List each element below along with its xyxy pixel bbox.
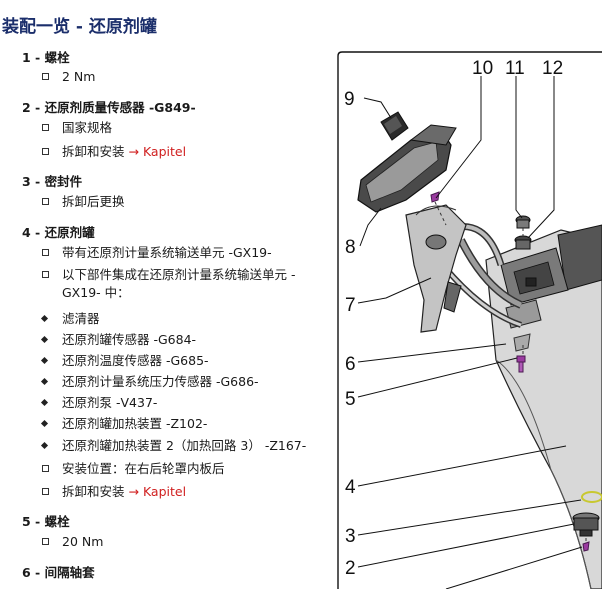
item-2-sub-1: 国家规格 — [42, 119, 112, 137]
diamond-bullet-icon — [40, 377, 49, 386]
item-4-sub-9: 还原剂罐加热装置 2（加热回路 3） -Z167- — [40, 437, 306, 455]
diamond-bullet-icon — [40, 356, 49, 365]
diamond-bullet-icon — [40, 419, 49, 428]
quality-sensor-lower-part — [572, 512, 600, 537]
item-1-heading: 1 - 螺栓 — [22, 47, 70, 66]
item-2-number: 2 - — [22, 100, 41, 115]
square-bullet-icon — [42, 198, 49, 205]
callout-2: 2 — [345, 558, 356, 579]
item-4-sub-11: 拆卸和安装 → Kapitel — [42, 483, 186, 501]
callout-3: 3 — [345, 526, 356, 547]
diamond-bullet-icon — [40, 314, 49, 323]
diagram-frame — [337, 51, 602, 589]
grommet-part — [514, 215, 532, 250]
page-title: 装配一览 - 还原剂罐 — [2, 17, 157, 37]
spacer-sleeve-part — [513, 333, 531, 352]
quality-sensor-part — [380, 111, 409, 141]
diamond-bullet-icon — [40, 441, 49, 450]
callout-10: 10 — [472, 58, 493, 79]
item-4-sub-3: 滤清器 — [40, 310, 100, 328]
item-4-sub-10: 安装位置：在右后轮罩内板后 — [42, 460, 225, 478]
item-5-label: 螺栓 — [44, 514, 70, 529]
square-bullet-icon — [42, 271, 49, 278]
item-4-sub-5: 还原剂温度传感器 -G685- — [40, 352, 209, 370]
item-6-number: 6 - — [22, 565, 41, 580]
item-4-sub-7: 还原剂泵 -V437- — [40, 394, 157, 412]
square-bullet-icon — [42, 148, 49, 155]
seal-part — [581, 491, 602, 503]
item-3-label: 密封件 — [44, 174, 83, 189]
filler-neck-part — [405, 204, 467, 333]
document-content: 装配一览 - 还原剂罐 1 - 螺栓 2 Nm 2 - 还原剂质量传感器 -G8… — [2, 17, 306, 581]
callout-4: 4 — [345, 477, 356, 498]
item-4-sub-8: 还原剂罐加热装置 -Z102- — [40, 415, 207, 433]
item-4-sub-2-cont: GX19- 中： — [62, 285, 130, 300]
item-5-sub-1: 20 Nm — [42, 533, 103, 551]
item-4-label: 还原剂罐 — [44, 225, 95, 240]
item-2-label: 还原剂质量传感器 -G849- — [44, 100, 196, 115]
item-1-label: 螺栓 — [44, 50, 70, 65]
exploded-view-diagram: 9 10 11 12 8 7 6 5 4 3 2 — [337, 51, 602, 589]
kapitel-link[interactable]: → Kapitel — [128, 484, 187, 499]
callout-7: 7 — [345, 295, 356, 316]
item-4-heading: 4 - 还原剂罐 — [22, 222, 95, 241]
item-6-label: 间隔轴套 — [44, 565, 95, 580]
item-2-heading: 2 - 还原剂质量传感器 -G849- — [22, 97, 196, 116]
item-4-sub-6: 还原剂计量系统压力传感器 -G686- — [40, 373, 259, 391]
item-3-number: 3 - — [22, 174, 41, 189]
item-4-sub-1: 带有还原剂计量系统输送单元 -GX19- — [42, 244, 272, 262]
bolt-part — [516, 355, 526, 373]
item-4-number: 4 - — [22, 225, 41, 240]
item-5-heading: 5 - 螺栓 — [22, 511, 70, 530]
item-1-sub-1: 2 Nm — [42, 68, 95, 86]
callout-leader-lines — [357, 76, 583, 589]
square-bullet-icon — [42, 124, 49, 131]
item-5-number: 5 - — [22, 514, 41, 529]
diamond-bullet-icon — [40, 335, 49, 344]
square-bullet-icon — [42, 488, 49, 495]
item-4-sub-2: 以下部件集成在还原剂计量系统输送单元 - — [42, 266, 296, 284]
callout-12: 12 — [542, 58, 563, 79]
callout-9: 9 — [344, 89, 355, 110]
square-bullet-icon — [42, 538, 49, 545]
item-3-heading: 3 - 密封件 — [22, 171, 82, 190]
kapitel-link[interactable]: → Kapitel — [128, 144, 187, 159]
diamond-bullet-icon — [40, 398, 49, 407]
callout-6: 6 — [345, 354, 356, 375]
square-bullet-icon — [42, 73, 49, 80]
callout-5: 5 — [345, 389, 356, 410]
item-2-sub-2: 拆卸和安装 → Kapitel — [42, 143, 186, 161]
screw-part — [430, 191, 440, 203]
square-bullet-icon — [42, 249, 49, 256]
assembly-axis-lines — [434, 201, 587, 542]
item-3-sub-1: 拆卸后更换 — [42, 193, 125, 211]
square-bullet-icon — [42, 465, 49, 472]
small-bolt-part — [582, 541, 590, 552]
item-6-heading: 6 - 间隔轴套 — [22, 562, 95, 581]
sensor-housing-part — [357, 124, 457, 213]
item-1-number: 1 - — [22, 50, 41, 65]
callout-8: 8 — [345, 237, 356, 258]
item-4-sub-4: 还原剂罐传感器 -G684- — [40, 331, 196, 349]
callout-11: 11 — [505, 58, 525, 79]
